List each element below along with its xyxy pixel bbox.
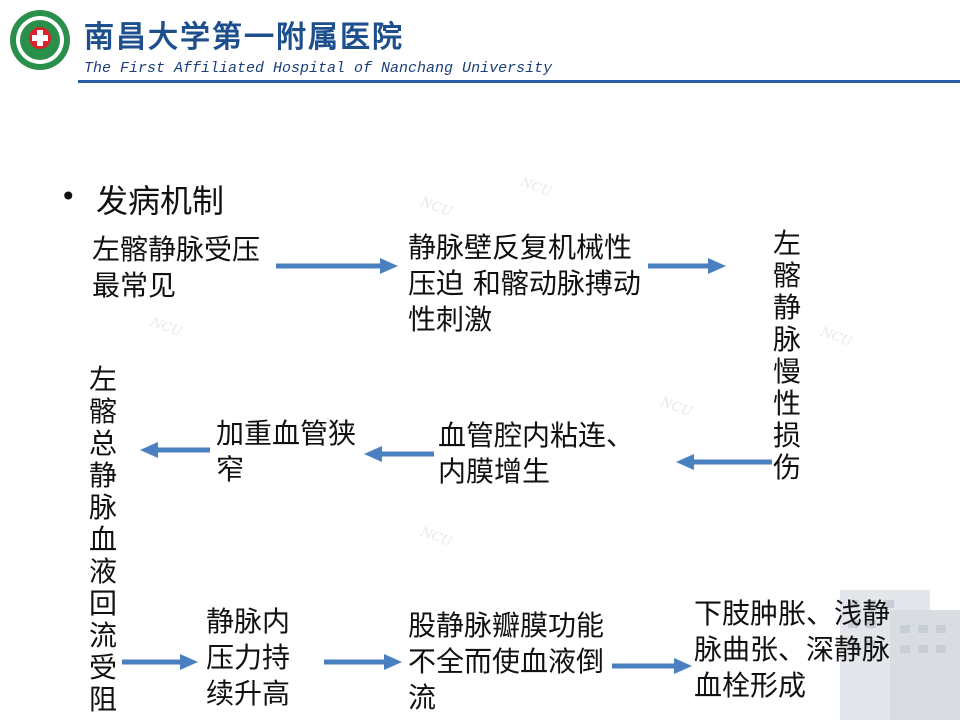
watermark: NCU [818, 325, 853, 350]
node-chronic-injury: 左髂静脉慢性损伤 [770, 228, 804, 484]
arrow-right-icon [612, 656, 694, 676]
arrow-right-icon [648, 256, 728, 276]
arrow-left-icon [140, 440, 210, 460]
node-lower-limb-symptoms: 下肢肿胀、浅静脉曲张、深静脉血栓形成 [694, 596, 890, 704]
watermark: NCU [418, 525, 453, 550]
node-venous-pressure: 静脉内压力持续升高 [206, 604, 306, 712]
node-valve-insufficiency: 股静脉瓣膜功能不全而使血液倒流 [408, 608, 604, 716]
watermark: NCU [148, 315, 183, 340]
node-reflux-obstruction: 左髂总静脉血液回流受阻 [86, 364, 120, 716]
watermark: NCU [418, 195, 453, 220]
node-stenosis: 加重血管狭窄 [216, 416, 356, 488]
node-left-iliac-compression: 左髂静脉受压最常见 [92, 232, 262, 304]
bullet: • [60, 180, 77, 213]
node-mechanical-compression: 静脉壁反复机械性压迫 和髂动脉搏动性刺激 [408, 230, 648, 338]
watermark: NCU [658, 395, 693, 420]
arrow-left-icon [676, 452, 772, 472]
hospital-logo-icon [8, 8, 72, 72]
arrow-right-icon [276, 256, 400, 276]
header-divider [78, 80, 960, 83]
arrow-right-icon [122, 652, 200, 672]
arrow-right-icon [324, 652, 404, 672]
watermark: NCU [518, 175, 553, 200]
node-intimal-hyperplasia: 血管腔内粘连、内膜增生 [438, 418, 660, 490]
section-title: 发病机制 [96, 176, 224, 222]
arrow-left-icon [364, 444, 434, 464]
hospital-name-en: The First Affiliated Hospital of Nanchan… [84, 60, 552, 77]
hospital-name-cn: 南昌大学第一附属医院 [84, 12, 404, 56]
